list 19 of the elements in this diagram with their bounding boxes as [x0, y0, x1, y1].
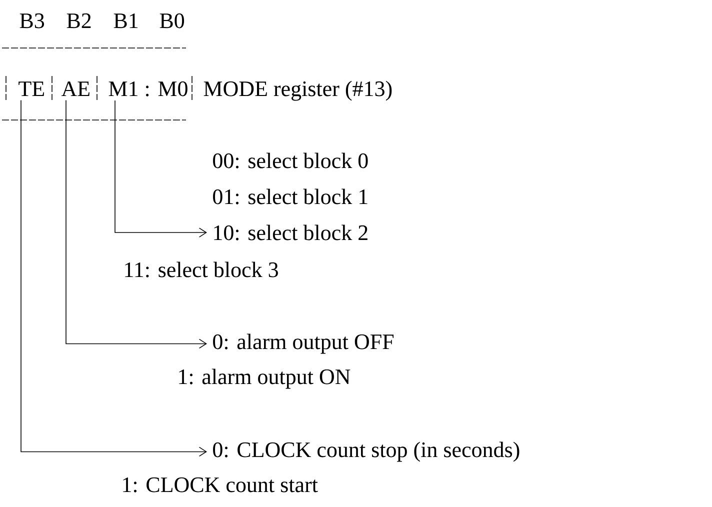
option-text: 1: alarm output ON [179, 368, 350, 389]
register-title: MODE register (#13) [204, 80, 392, 101]
option-text: 0: CLOCK count stop (in seconds) [213, 442, 520, 462]
arrow [66, 100, 207, 349]
bit-label: B3 [20, 13, 44, 28]
bit-label: B2 [66, 13, 91, 28]
register-field: TE [18, 82, 44, 96]
bit-label: B1 [114, 13, 138, 28]
option-text: 00: select block 0 [213, 152, 368, 168]
option-text: 0: alarm output OFF [213, 334, 394, 354]
option-text: 01: select block 1 [213, 188, 368, 204]
option-text: 1: CLOCK count start [123, 477, 318, 492]
arrow [114, 100, 207, 238]
option-text: 11: select block 3 [125, 262, 278, 278]
option-text: 10: select block 2 [214, 224, 368, 240]
arrow [20, 100, 207, 457]
register-field: M1 : M0 [108, 81, 188, 96]
bit-label: B0 [160, 13, 184, 28]
register-field: AE [61, 81, 90, 96]
